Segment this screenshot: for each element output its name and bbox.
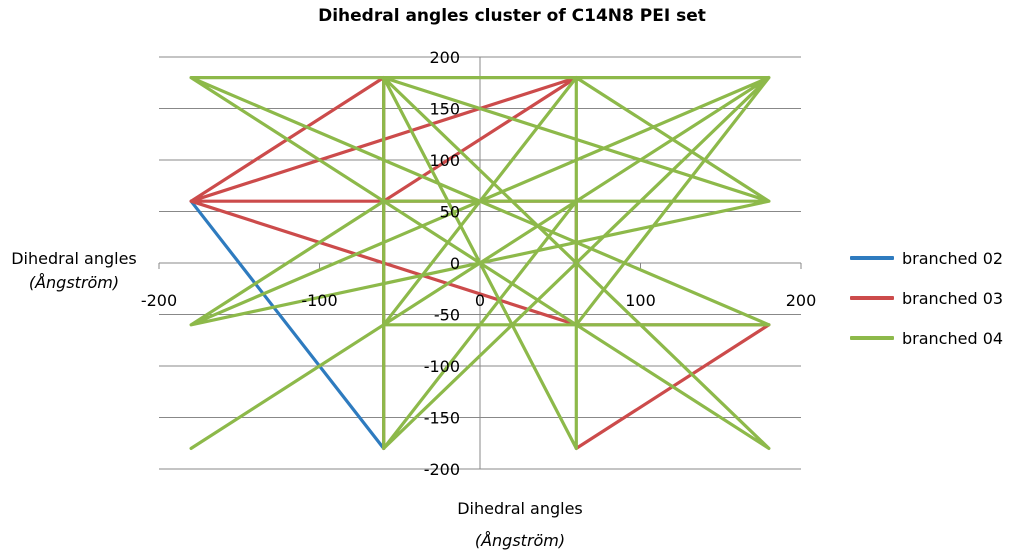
x-tick-label--100: -100 bbox=[301, 291, 337, 310]
y-axis-label: Dihedral angles (Ångström) bbox=[2, 247, 146, 295]
y-axis-label-unit: (Ångström) bbox=[28, 273, 120, 292]
legend-item-branched-04: branched 04 bbox=[850, 318, 1024, 358]
legend-label-branched-04: branched 04 bbox=[902, 328, 1004, 348]
x-tick-label-0: 0 bbox=[475, 291, 485, 310]
legend-label-branched-03: branched 03 bbox=[902, 288, 1004, 308]
legend-item-branched-02: branched 02 bbox=[850, 238, 1024, 278]
series-line-branched-02 bbox=[189, 199, 386, 450]
legend: branched 02 branched 03 branched 04 bbox=[850, 238, 1024, 358]
y-tick-labels: -200 -150 -100 -50 0 50 100 150 200 bbox=[424, 48, 460, 479]
y-tick-label-200: 200 bbox=[429, 48, 460, 67]
legend-swatch-branched-02 bbox=[850, 256, 894, 260]
y-tick-label-50: 50 bbox=[440, 203, 460, 222]
chart-title: Dihedral angles cluster of C14N8 PEI set bbox=[318, 6, 706, 26]
y-tick-label--200: -200 bbox=[424, 460, 460, 479]
x-axis-label-text: Dihedral angles bbox=[457, 499, 583, 518]
y-axis-label-text: Dihedral angles bbox=[11, 249, 137, 268]
y-tick-label-100: 100 bbox=[429, 151, 460, 170]
x-tick-label--200: -200 bbox=[141, 291, 177, 310]
y-tick-label--50: -50 bbox=[434, 306, 460, 325]
x-tick-label-100: 100 bbox=[625, 291, 656, 310]
series-layer bbox=[189, 75, 771, 450]
x-tick-labels: -200 -100 0 100 200 bbox=[141, 291, 816, 310]
legend-label-branched-02: branched 02 bbox=[902, 248, 1004, 268]
x-axis-label-unit: (Ångström) bbox=[474, 531, 566, 550]
y-tick-label-0: 0 bbox=[450, 254, 460, 273]
y-tick-label-150: 150 bbox=[429, 100, 460, 119]
legend-swatch-branched-03 bbox=[850, 296, 894, 300]
y-tick-label--150: -150 bbox=[424, 409, 460, 428]
x-axis-label: Dihedral angles (Ångström) bbox=[380, 493, 660, 557]
y-tick-label--100: -100 bbox=[424, 357, 460, 376]
series-line-branched-04 bbox=[189, 75, 771, 450]
legend-item-branched-03: branched 03 bbox=[850, 278, 1024, 318]
x-tick-label-200: 200 bbox=[786, 291, 817, 310]
legend-swatch-branched-04 bbox=[850, 336, 894, 340]
